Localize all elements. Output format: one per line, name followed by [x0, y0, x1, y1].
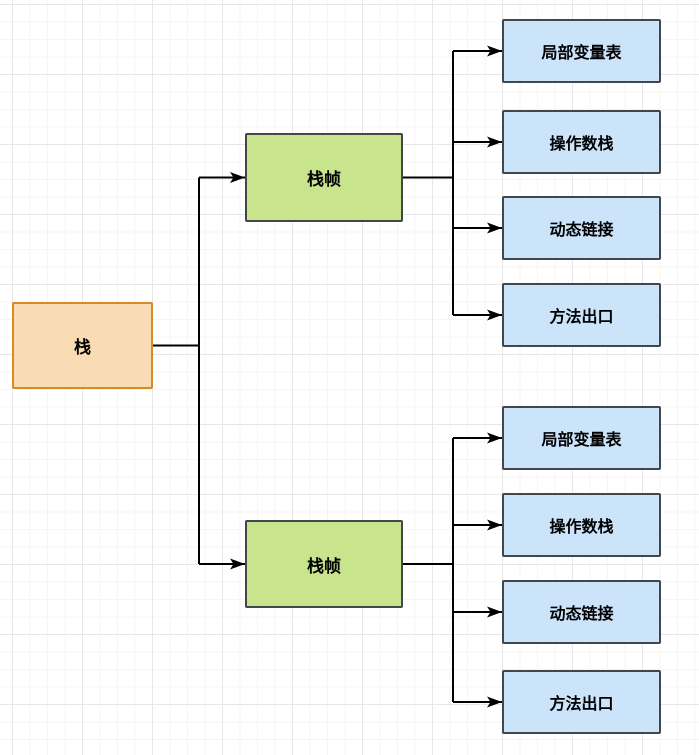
node-label: 局部变量表 [541, 45, 622, 62]
node-local-variable-table-1[interactable]: 局部变量表 [502, 19, 661, 83]
node-stack[interactable]: 栈 [12, 302, 153, 389]
node-stack-frame-2-label: 栈帧 [307, 556, 341, 576]
node-label: 局部变量表 [541, 432, 622, 449]
node-dynamic-link-2[interactable]: 动态链接 [502, 580, 661, 644]
node-operand-stack-2[interactable]: 操作数栈 [502, 493, 661, 557]
node-label: 动态链接 [549, 222, 614, 239]
node-stack-frame-1-label: 栈帧 [307, 170, 341, 189]
node-stack-frame-1[interactable]: 栈帧 [245, 133, 403, 222]
node-method-exit-1[interactable]: 方法出口 [502, 283, 661, 347]
node-operand-stack-1[interactable]: 操作数栈 [502, 110, 661, 174]
node-local-variable-table-2[interactable]: 局部变量表 [502, 406, 661, 470]
node-label: 动态链接 [549, 606, 614, 623]
node-label: 操作数栈 [549, 136, 614, 153]
node-label: 方法出口 [549, 309, 614, 326]
node-method-exit-2[interactable]: 方法出口 [502, 670, 661, 734]
node-stack-frame-2[interactable]: 栈帧 [245, 520, 403, 608]
node-dynamic-link-1[interactable]: 动态链接 [502, 196, 661, 260]
node-label: 操作数栈 [549, 519, 614, 536]
node-label: 方法出口 [549, 696, 614, 713]
node-stack-label: 栈 [74, 338, 91, 357]
